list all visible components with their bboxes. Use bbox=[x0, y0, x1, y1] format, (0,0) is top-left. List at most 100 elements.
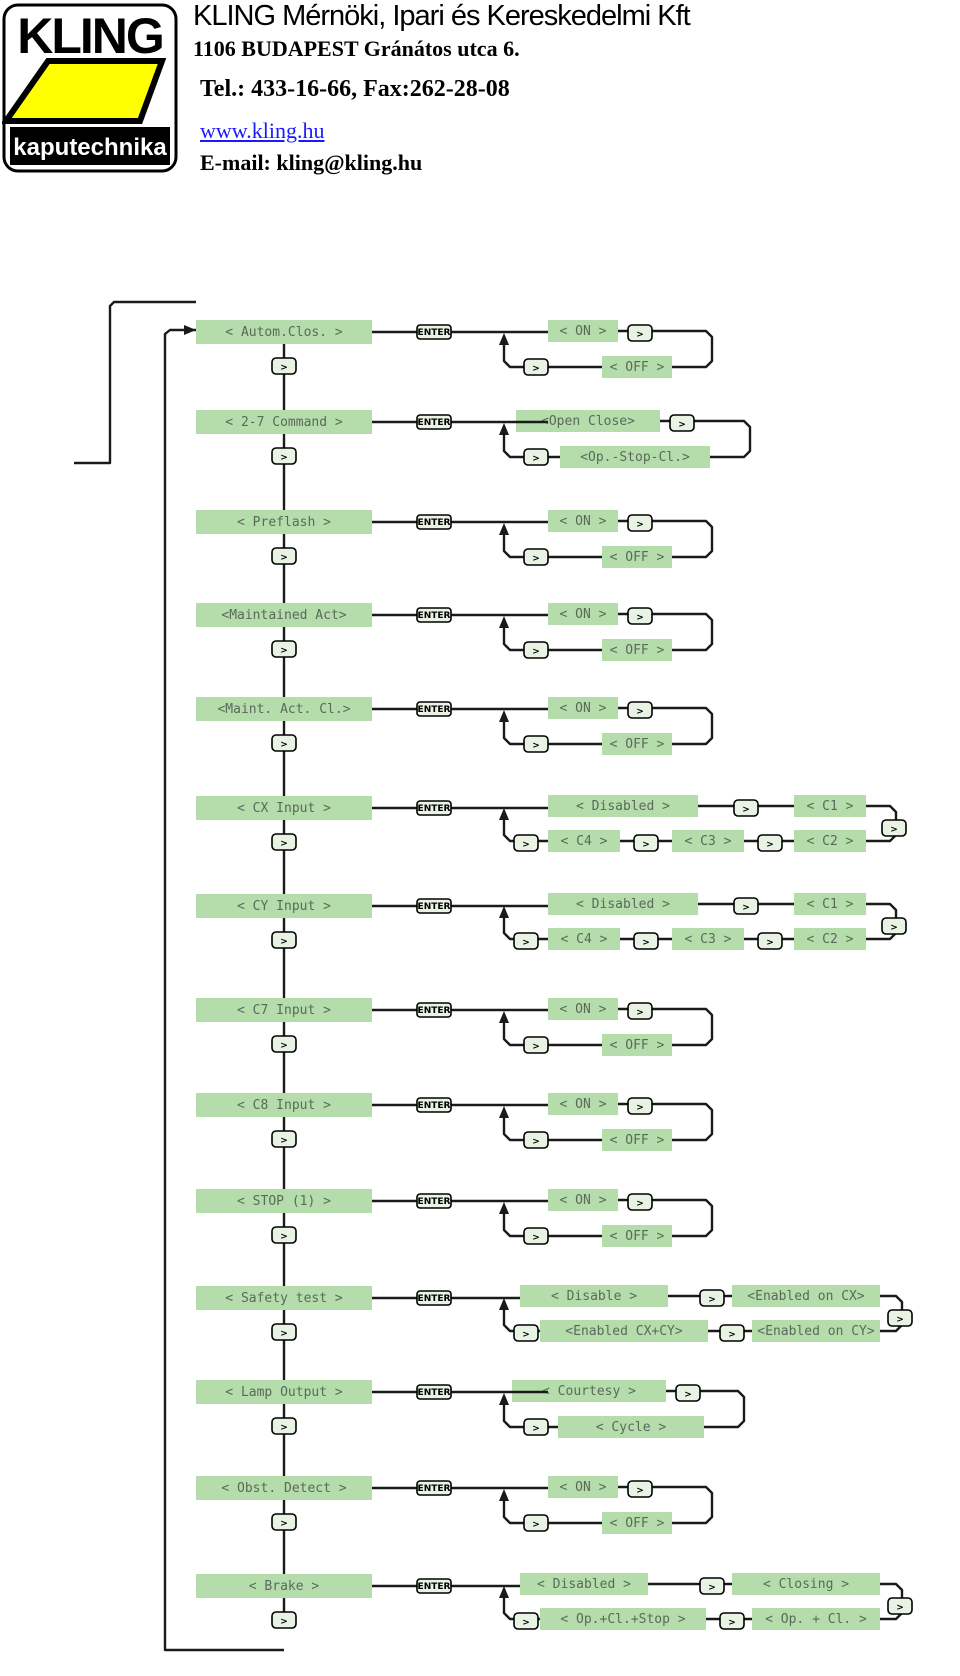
option-3-b[interactable]: < OFF > bbox=[602, 639, 672, 661]
enter-button[interactable]: ENTER bbox=[416, 898, 452, 914]
option-5-c4[interactable]: < C4 > bbox=[548, 830, 620, 852]
option-12-b[interactable]: < OFF > bbox=[602, 1512, 672, 1534]
option-6-c4[interactable]: < C4 > bbox=[548, 928, 620, 950]
next-button[interactable]: > bbox=[523, 358, 549, 376]
next-button[interactable]: > bbox=[271, 833, 297, 851]
menu-item-4[interactable]: <Maint. Act. Cl.> bbox=[196, 697, 372, 721]
next-button[interactable]: > bbox=[523, 548, 549, 566]
option-10-a[interactable]: < Disable > bbox=[520, 1285, 668, 1307]
option-2-b[interactable]: < OFF > bbox=[602, 546, 672, 568]
option-13-c[interactable]: < Op. + Cl. > bbox=[752, 1608, 880, 1630]
option-3-a[interactable]: < ON > bbox=[548, 603, 618, 625]
menu-item-7[interactable]: < C7 Input > bbox=[196, 998, 372, 1022]
next-button[interactable]: > bbox=[513, 1324, 539, 1342]
enter-button[interactable]: ENTER bbox=[416, 1578, 452, 1594]
next-button[interactable]: > bbox=[523, 1418, 549, 1436]
next-button[interactable]: > bbox=[523, 1036, 549, 1054]
next-button[interactable]: > bbox=[627, 324, 653, 342]
menu-item-11[interactable]: < Lamp Output > bbox=[196, 1380, 372, 1404]
next-button[interactable]: > bbox=[271, 1611, 297, 1629]
option-8-b[interactable]: < OFF > bbox=[602, 1129, 672, 1151]
next-button[interactable]: > bbox=[757, 834, 783, 852]
next-button[interactable]: > bbox=[513, 932, 539, 950]
next-button[interactable]: > bbox=[719, 1612, 745, 1630]
next-button[interactable]: > bbox=[271, 447, 297, 465]
menu-item-3[interactable]: <Maintained Act> bbox=[196, 603, 372, 627]
next-button[interactable]: > bbox=[627, 1480, 653, 1498]
next-button[interactable]: > bbox=[271, 357, 297, 375]
next-button[interactable]: > bbox=[633, 834, 659, 852]
next-button[interactable]: > bbox=[523, 1227, 549, 1245]
option-0-b[interactable]: < OFF > bbox=[602, 356, 672, 378]
next-button[interactable]: > bbox=[271, 931, 297, 949]
next-button[interactable]: > bbox=[699, 1577, 725, 1595]
option-5-c2[interactable]: < C2 > bbox=[794, 830, 866, 852]
option-10-d[interactable]: <Enabled CX+CY> bbox=[540, 1320, 708, 1342]
menu-item-13[interactable]: < Brake > bbox=[196, 1574, 372, 1598]
enter-button[interactable]: ENTER bbox=[416, 414, 452, 430]
option-11-b[interactable]: < Cycle > bbox=[558, 1416, 704, 1438]
next-button[interactable]: > bbox=[271, 547, 297, 565]
next-button[interactable]: > bbox=[513, 1612, 539, 1630]
next-button[interactable]: > bbox=[699, 1289, 725, 1307]
option-0-a[interactable]: < ON > bbox=[548, 320, 618, 342]
enter-button[interactable]: ENTER bbox=[416, 701, 452, 717]
option-13-b[interactable]: < Closing > bbox=[732, 1573, 880, 1595]
next-button[interactable]: > bbox=[271, 734, 297, 752]
option-5-disabled[interactable]: < Disabled > bbox=[548, 795, 698, 817]
next-button[interactable]: > bbox=[627, 1002, 653, 1020]
enter-button[interactable]: ENTER bbox=[416, 1193, 452, 1209]
next-button[interactable]: > bbox=[271, 1226, 297, 1244]
next-button[interactable]: > bbox=[627, 514, 653, 532]
enter-button[interactable]: ENTER bbox=[416, 1384, 452, 1400]
next-button[interactable]: > bbox=[887, 1597, 913, 1615]
option-10-c[interactable]: <Enabled on CY> bbox=[752, 1320, 880, 1342]
option-10-b[interactable]: <Enabled on CX> bbox=[732, 1285, 880, 1307]
menu-item-0[interactable]: < Autom.Clos. > bbox=[196, 320, 372, 344]
enter-button[interactable]: ENTER bbox=[416, 800, 452, 816]
menu-item-1[interactable]: < 2-7 Command > bbox=[196, 410, 372, 434]
next-button[interactable]: > bbox=[271, 1323, 297, 1341]
next-button[interactable]: > bbox=[523, 1131, 549, 1149]
option-12-a[interactable]: < ON > bbox=[548, 1476, 618, 1498]
next-button[interactable]: > bbox=[627, 607, 653, 625]
next-button[interactable]: > bbox=[887, 1309, 913, 1327]
menu-item-8[interactable]: < C8 Input > bbox=[196, 1093, 372, 1117]
option-11-a[interactable]: < Courtesy > bbox=[512, 1380, 666, 1402]
option-2-a[interactable]: < ON > bbox=[548, 510, 618, 532]
option-6-c1[interactable]: < C1 > bbox=[794, 893, 866, 915]
next-button[interactable]: > bbox=[627, 1097, 653, 1115]
menu-item-5[interactable]: < CX Input > bbox=[196, 796, 372, 820]
next-button[interactable]: > bbox=[627, 701, 653, 719]
next-button[interactable]: > bbox=[669, 414, 695, 432]
enter-button[interactable]: ENTER bbox=[416, 1290, 452, 1306]
next-button[interactable]: > bbox=[523, 1514, 549, 1532]
next-button[interactable]: > bbox=[271, 1417, 297, 1435]
next-button[interactable]: > bbox=[523, 448, 549, 466]
option-6-disabled[interactable]: < Disabled > bbox=[548, 893, 698, 915]
option-5-c3[interactable]: < C3 > bbox=[672, 830, 744, 852]
option-7-b[interactable]: < OFF > bbox=[602, 1034, 672, 1056]
next-button[interactable]: > bbox=[271, 1513, 297, 1531]
option-4-b[interactable]: < OFF > bbox=[602, 733, 672, 755]
next-button[interactable]: > bbox=[271, 1035, 297, 1053]
next-button[interactable]: > bbox=[719, 1324, 745, 1342]
next-button[interactable]: > bbox=[627, 1193, 653, 1211]
option-1-a[interactable]: <Open Close> bbox=[516, 410, 660, 432]
option-6-c2[interactable]: < C2 > bbox=[794, 928, 866, 950]
option-13-d[interactable]: < Op.+Cl.+Stop > bbox=[540, 1608, 706, 1630]
next-button[interactable]: > bbox=[757, 932, 783, 950]
next-button[interactable]: > bbox=[675, 1384, 701, 1402]
option-5-c1[interactable]: < C1 > bbox=[794, 795, 866, 817]
enter-button[interactable]: ENTER bbox=[416, 1480, 452, 1496]
option-7-a[interactable]: < ON > bbox=[548, 998, 618, 1020]
enter-button[interactable]: ENTER bbox=[416, 514, 452, 530]
menu-item-9[interactable]: < STOP (1) > bbox=[196, 1189, 372, 1213]
enter-button[interactable]: ENTER bbox=[416, 607, 452, 623]
next-button[interactable]: > bbox=[271, 1130, 297, 1148]
next-button[interactable]: > bbox=[733, 897, 759, 915]
menu-item-6[interactable]: < CY Input > bbox=[196, 894, 372, 918]
menu-item-12[interactable]: < Obst. Detect > bbox=[196, 1476, 372, 1500]
enter-button[interactable]: ENTER bbox=[416, 1097, 452, 1113]
option-1-b[interactable]: <Op.-Stop-Cl.> bbox=[560, 446, 710, 468]
